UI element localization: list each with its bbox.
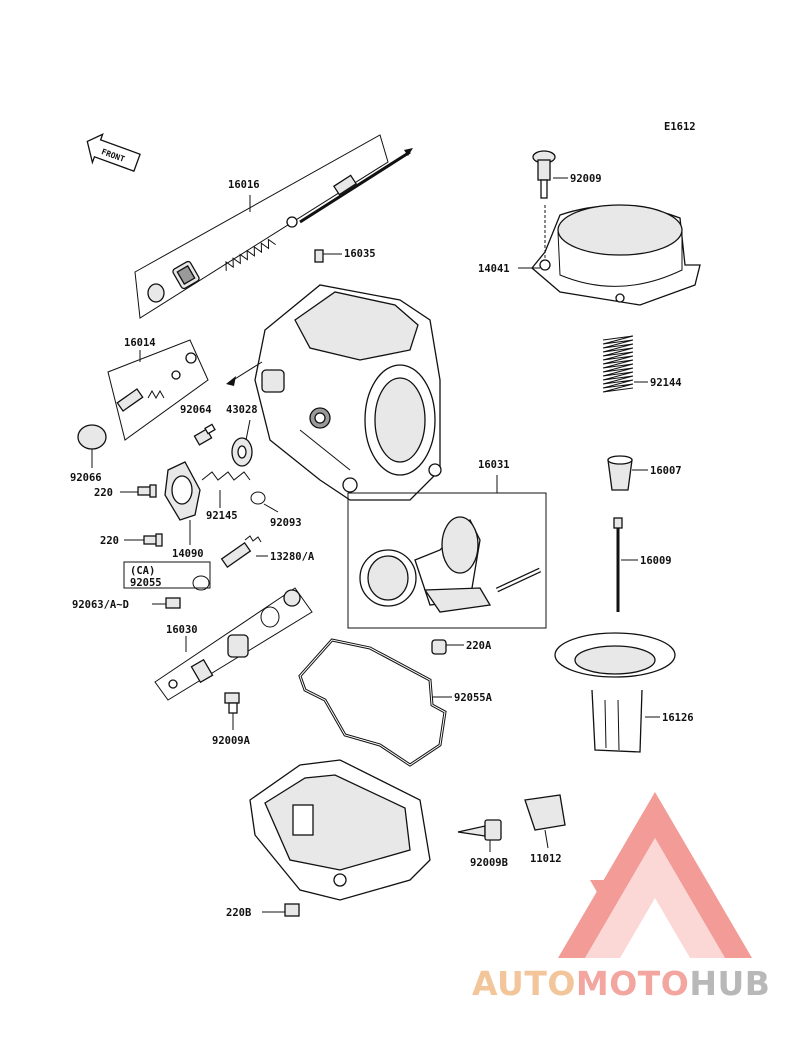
part-92055a-gasket — [298, 638, 447, 767]
label-92066: 92066 — [70, 472, 102, 484]
label-220-lower: 220 — [100, 535, 119, 547]
label-16031: 16031 — [478, 459, 510, 471]
label-16009: 16009 — [640, 555, 672, 567]
label-92064: 92064 — [180, 404, 212, 416]
label-220b: 220B — [226, 907, 251, 919]
part-16016-kit — [134, 134, 413, 319]
label-92009b: 92009B — [470, 857, 508, 869]
part-16014-kit — [107, 339, 209, 441]
label-16030: 16030 — [166, 624, 198, 636]
float-bowl — [249, 759, 431, 901]
label-43028: 43028 — [226, 404, 258, 416]
part-220-screw-upper — [137, 484, 157, 498]
label-220a: 220A — [466, 640, 492, 652]
part-92009a-screw — [224, 692, 240, 714]
label-ca: (CA) — [130, 565, 155, 577]
label-92055: 92055 — [130, 577, 162, 589]
label-14041: 14041 — [478, 263, 510, 275]
label-16014: 16014 — [124, 337, 156, 349]
watermark-logo — [558, 792, 752, 958]
label-13280: 13280/A — [270, 551, 315, 563]
part-14041-top-cover — [531, 204, 701, 306]
label-220-upper: 220 — [94, 487, 113, 499]
label-92093: 92093 — [270, 517, 302, 529]
part-92009-screw — [532, 150, 556, 199]
part-16007-holder — [607, 455, 633, 491]
part-92063 — [165, 597, 181, 609]
carburetor-body — [226, 284, 442, 501]
label-11012: 11012 — [530, 853, 562, 865]
part-16126-piston — [554, 632, 676, 753]
label-14090: 14090 — [172, 548, 204, 560]
part-220b-screw — [284, 903, 300, 917]
part-92055-oring — [192, 575, 210, 591]
label-16007: 16007 — [650, 465, 682, 477]
part-92009b-screw — [457, 819, 502, 841]
part-14090-cover — [164, 461, 201, 521]
label-92145: 92145 — [206, 510, 238, 522]
part-11012-cap — [524, 794, 566, 831]
label-92009: 92009 — [570, 173, 602, 185]
part-16030-kit — [154, 587, 313, 701]
front-arrow-icon: FRONT — [86, 132, 141, 172]
part-13280-mixture-screw — [220, 535, 262, 569]
part-220-screw-lower — [143, 533, 163, 547]
label-92055a: 92055A — [454, 692, 493, 704]
part-220a-screw — [431, 639, 447, 655]
label-16016: 16016 — [228, 179, 260, 191]
diagram-code: E1612 — [664, 121, 696, 133]
watermark-moto: MOTO — [576, 964, 689, 1003]
label-16126: 16126 — [662, 712, 694, 724]
part-92093-oring — [250, 491, 266, 505]
label-16035: 16035 — [344, 248, 376, 260]
part-16031-kit — [347, 475, 547, 629]
part-92064-screw — [193, 423, 216, 446]
watermark-hub: HUB — [689, 964, 770, 1003]
label-92063: 92063/A~D — [72, 599, 129, 611]
label-92144: 92144 — [650, 377, 682, 389]
watermark-auto: AUTO — [472, 964, 576, 1003]
part-92145-spring — [201, 471, 251, 481]
part-16035 — [314, 249, 324, 263]
label-92009a: 92009A — [212, 735, 251, 747]
part-92066-cap — [77, 424, 107, 450]
ca-box — [123, 561, 211, 589]
part-92144-spring — [602, 335, 634, 393]
watermark-text: AUTOMOTOHUB — [472, 964, 770, 1003]
part-16009-needle — [613, 517, 623, 612]
